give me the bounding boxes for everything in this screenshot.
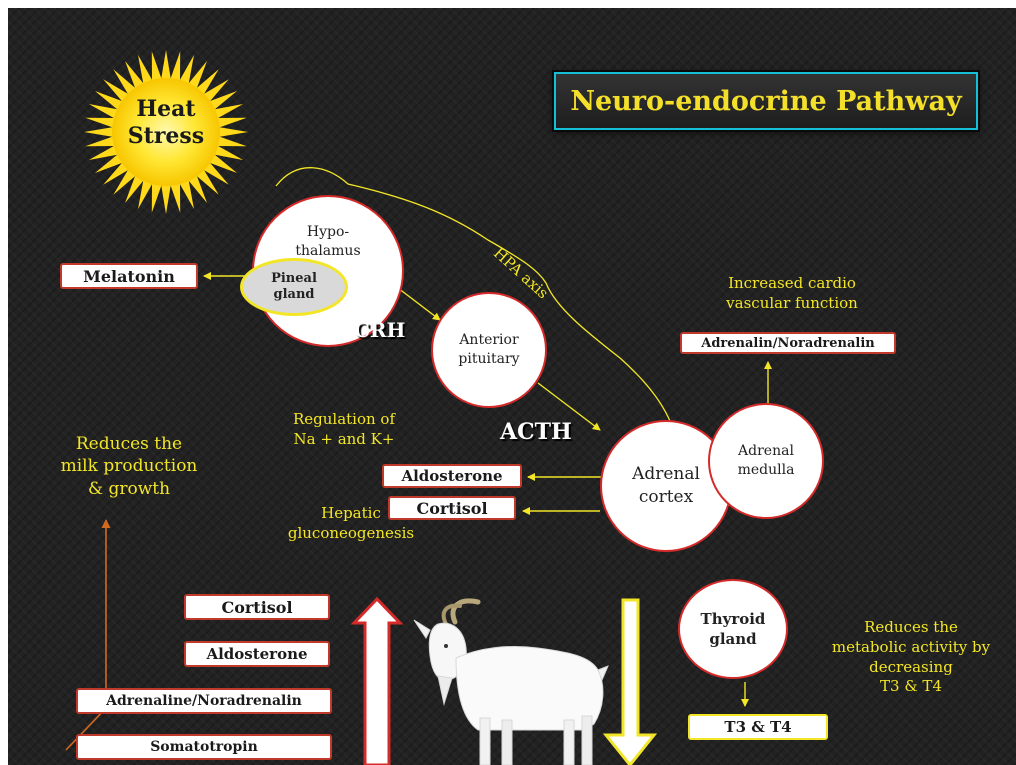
arrow-hypothalamus-pituitary [398,288,440,320]
increased-hormone-box: Adrenaline/Noradrenalin [76,688,332,714]
metabolic-effect-text: Reduces the metabolic activity by decrea… [826,618,996,697]
slide: Neuro-endocrine Pathway Heat Stress HPA … [8,8,1016,765]
cardio-effect-text: Increased cardio vascular function [702,274,882,314]
decrease-arrow-icon [606,600,654,765]
adrenal-cortex-label: Adrenal cortex [632,463,700,509]
goat-image [414,601,608,765]
crh-label: CRH [354,318,405,342]
hepatic-gluconeogenesis-text: Hepatic gluconeogenesis [276,504,426,544]
page-title: Neuro-endocrine Pathway [554,72,978,130]
increased-hormone-box: Somatotropin [76,734,332,760]
t3-t4-box: T3 & T4 [688,714,828,740]
adrenal-medulla-node: Adrenal medulla [708,403,824,519]
adrenal-medulla-label: Adrenal medulla [738,442,795,480]
acth-label: ACTH [500,419,572,445]
milk-growth-effect-text: Reduces the milk production & growth [44,433,214,500]
melatonin-box: Melatonin [60,263,198,289]
anterior-pituitary-node: Anterior pituitary [431,292,547,408]
adrenalin-noradrenalin-box: Adrenalin/Noradrenalin [680,332,896,354]
na-k-regulation-text: Regulation of Na + and K+ [276,410,412,450]
increased-hormone-box: Cortisol [184,594,330,620]
anterior-pituitary-label: Anterior pituitary [458,331,519,369]
thyroid-gland-label: Thyroid gland [701,609,766,650]
increase-arrow-icon [354,599,400,765]
aldosterone-box: Aldosterone [382,464,522,488]
hypothalamus-label: Hypo- thalamus [295,223,360,261]
increased-hormone-box: Aldosterone [184,641,330,667]
orange-connector [66,520,106,750]
pineal-gland-node: Pineal gland [240,258,348,316]
thyroid-gland-node: Thyroid gland [678,579,788,679]
pineal-gland-label: Pineal gland [271,271,317,304]
sun-label: Heat Stress [116,96,216,150]
